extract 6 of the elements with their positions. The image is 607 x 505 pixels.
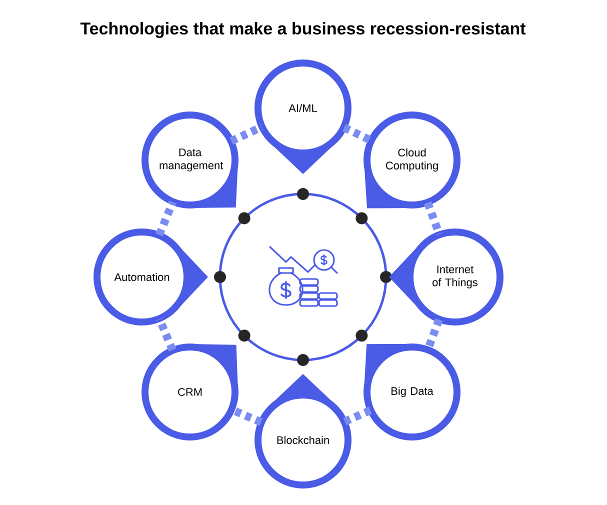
node-label: Big Data bbox=[392, 386, 434, 398]
dashed-connector bbox=[342, 124, 373, 144]
title: Technologies that make a business recession-resistant bbox=[80, 22, 526, 38]
node-label: Blockchain bbox=[277, 436, 329, 444]
node-label: CRM bbox=[178, 388, 202, 396]
hub-circle bbox=[218, 192, 388, 362]
